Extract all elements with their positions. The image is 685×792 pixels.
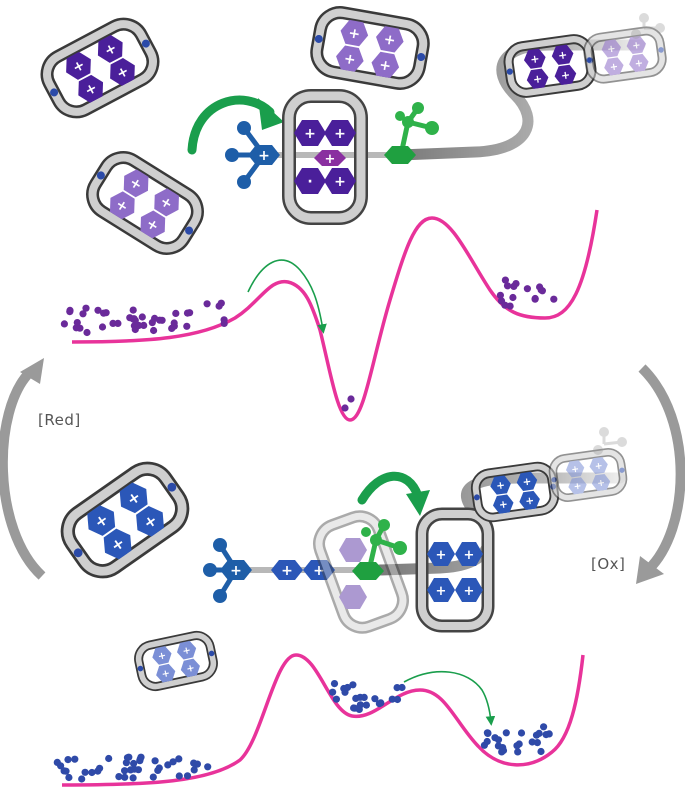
svg-text:+: + (258, 148, 270, 164)
svg-text:+: + (325, 152, 336, 167)
svg-text:+: + (634, 58, 644, 70)
collected-ring-top-2: + + + + (583, 26, 667, 84)
axle-tail-top (394, 39, 646, 161)
free-ring-top-left: ++++ (40, 17, 160, 119)
bottom-panel: ++++ ++++ + + + (53, 427, 628, 787)
svg-text:+: + (382, 31, 396, 49)
svg-text:+: + (304, 126, 316, 142)
svg-text:+: + (161, 668, 171, 680)
svg-text:+: + (557, 48, 568, 62)
free-ring-bottom-left: ++++ (60, 461, 190, 579)
svg-text:+: + (496, 479, 506, 492)
svg-text:+: + (464, 548, 475, 563)
threading-arrow-top-head (258, 98, 284, 130)
green-path-bottom (403, 670, 496, 726)
collected-ring-bottom-1: + + + + (470, 461, 560, 523)
svg-text:+: + (609, 61, 619, 73)
svg-text:+: + (597, 477, 606, 489)
svg-text:+: + (594, 460, 603, 472)
svg-text:+: + (157, 650, 167, 662)
axle-units-bottom: + + (271, 560, 335, 580)
threading-arrow-top (187, 95, 275, 155)
blue-stopper-bottom: + (203, 538, 252, 603)
top-panel: + + + + + + + + + + + + + (40, 6, 667, 422)
green-stopper-bottom (352, 519, 407, 580)
free-ring-top-center: + + + + (310, 6, 430, 90)
svg-text:+: + (573, 481, 582, 493)
svg-text:+: + (632, 40, 642, 52)
svg-text:+: + (342, 51, 356, 69)
faint-stopper-bottom (593, 427, 627, 455)
particles-bottom-mid (329, 680, 406, 714)
particles-top-right (496, 276, 558, 310)
svg-text:+: + (529, 52, 540, 66)
svg-text:+: + (281, 563, 293, 579)
free-ring-mid-left: ++++ (86, 151, 204, 255)
reduction-arrow (0, 358, 46, 580)
svg-text:+: + (498, 498, 508, 511)
threaded-ring-bottom: + + + + (415, 507, 495, 633)
threaded-ring-top: + + · + + (282, 89, 368, 225)
svg-text:+: + (522, 476, 532, 489)
blue-stopper-top: + (225, 121, 280, 189)
svg-text:+: + (607, 43, 617, 55)
threading-arrow-bottom-head (406, 490, 430, 516)
oxidation-label: [Ox] (591, 555, 626, 573)
threading-arrow-bottom (357, 471, 423, 505)
collected-ring-top-1: + + + + (503, 34, 597, 98)
particles-top-left (60, 299, 228, 337)
oxidation-arrow (636, 364, 685, 584)
energy-curve-bottom (61, 653, 585, 787)
svg-text:+: + (560, 68, 571, 82)
free-ring-bottom-small: + + + + (134, 630, 218, 692)
svg-text:+: + (532, 72, 543, 86)
svg-text:+: + (464, 584, 475, 599)
svg-text:+: + (334, 126, 346, 142)
svg-text:+: + (571, 464, 580, 476)
reduction-label: [Red] (38, 411, 81, 429)
particles-top-well (341, 395, 355, 412)
svg-text:+: + (525, 495, 535, 508)
green-path-top (247, 259, 327, 334)
svg-text:+: + (230, 563, 242, 579)
svg-text:+: + (334, 174, 346, 190)
collected-ring-bottom-2: + + + + (548, 448, 628, 502)
faint-stopper-top (631, 13, 665, 39)
particles-bottom-right (480, 723, 553, 756)
svg-text:+: + (378, 57, 392, 75)
passing-ring-faded (313, 510, 409, 634)
svg-text:+: + (182, 645, 192, 657)
svg-text:+: + (313, 563, 325, 579)
particles-bottom-left (53, 753, 212, 783)
svg-text:+: + (347, 25, 361, 43)
energy-curve-top (71, 209, 599, 422)
svg-text:+: + (436, 584, 447, 599)
svg-text:·: · (307, 174, 312, 190)
svg-text:+: + (436, 548, 447, 563)
svg-text:+: + (185, 663, 195, 675)
green-stopper-top (384, 102, 439, 164)
